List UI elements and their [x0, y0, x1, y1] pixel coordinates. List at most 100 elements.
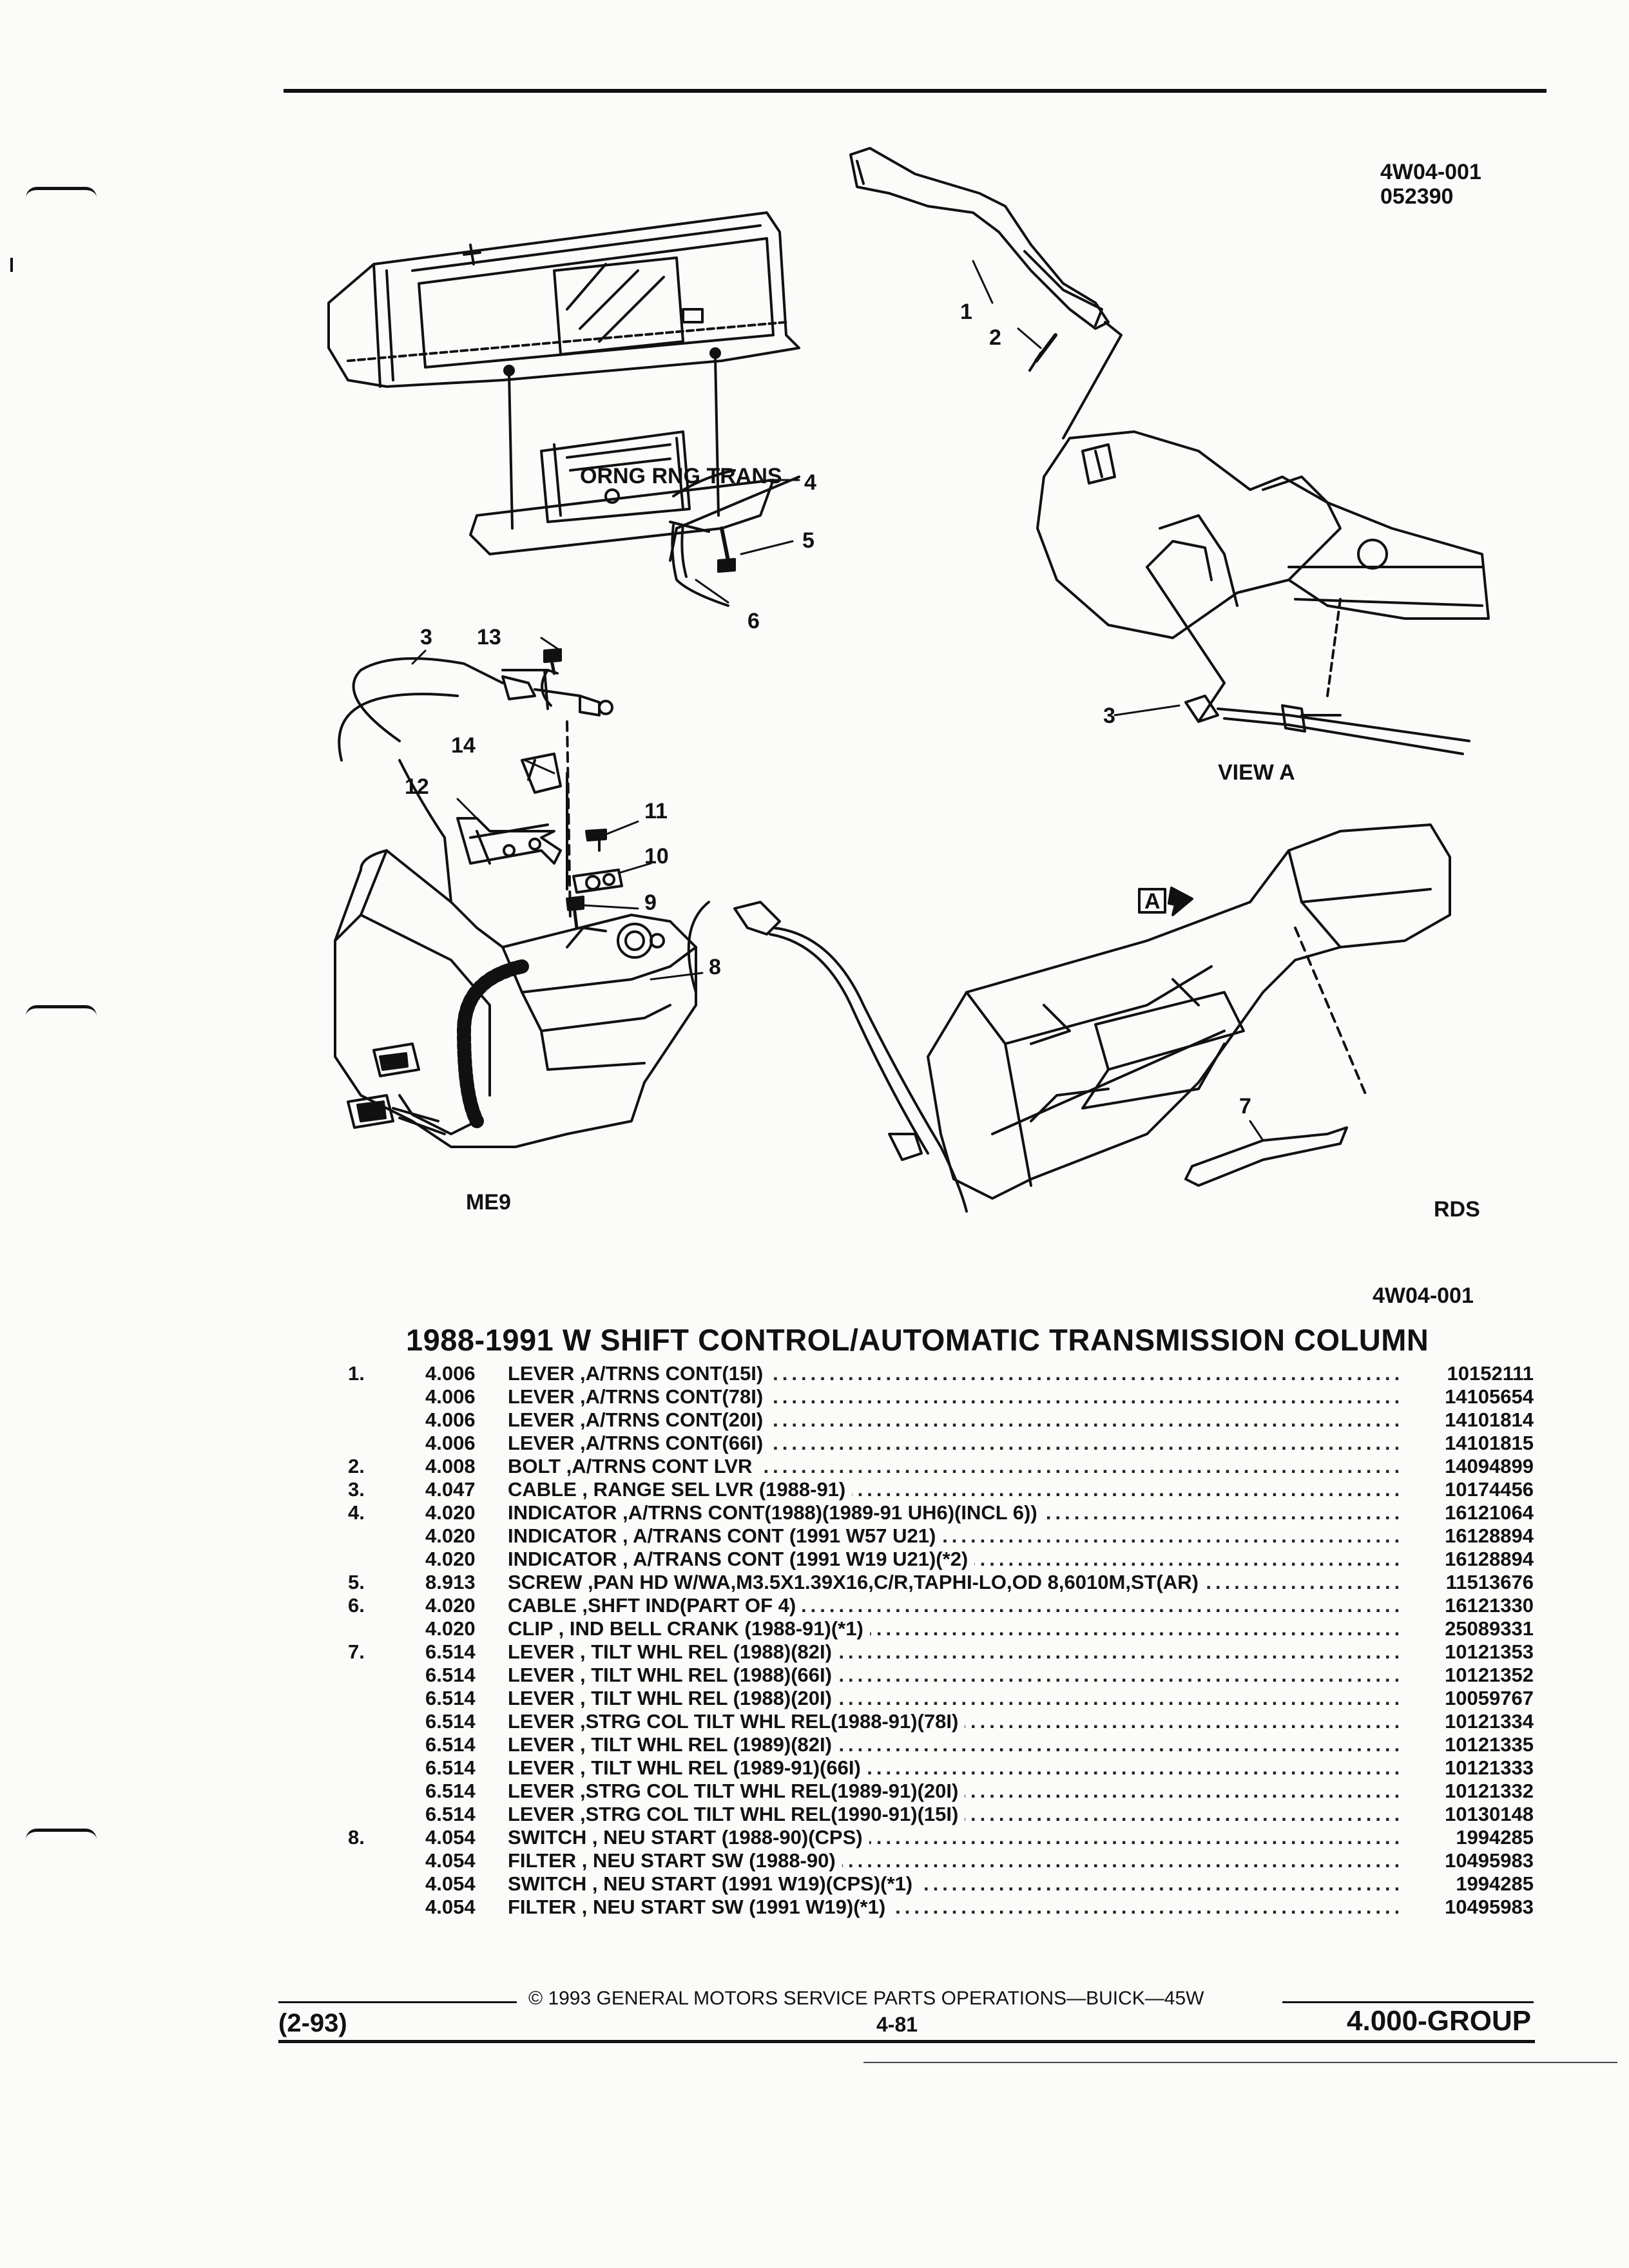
part-group-number: 4.047: [425, 1478, 476, 1501]
parts-row: 6.514...................................…: [348, 1803, 1534, 1826]
scan-edge-line: [863, 2062, 1617, 2063]
tilt-cable-drawing: [687, 901, 968, 1213]
part-group-number: 6.514: [425, 1664, 476, 1686]
part-group-number: 6.514: [425, 1780, 476, 1802]
callout-10: 10: [644, 844, 669, 869]
label-me9: ME9: [466, 1190, 511, 1215]
callout-8: 8: [709, 955, 721, 979]
part-description: INDICATOR , A/TRANS CONT (1991 W57 U21): [508, 1524, 943, 1548]
part-number: 25089331: [1445, 1617, 1534, 1640]
part-description: CABLE ,SHFT IND(PART OF 4): [508, 1594, 803, 1617]
callout-numbers: 1 2 3 4 5 6 7 8 9 10 11 12 13 14 3: [405, 300, 1251, 1119]
part-number: 16128894: [1445, 1548, 1534, 1570]
parts-row: 6.514...................................…: [348, 1664, 1534, 1687]
part-number: 14101815: [1445, 1432, 1534, 1454]
parts-row: 6.514...................................…: [348, 1710, 1534, 1733]
part-number: 1994285: [1456, 1826, 1534, 1849]
parts-row: 4.020...................................…: [348, 1617, 1534, 1640]
indicator-plate-text: ORNG RNG TRANS: [580, 464, 782, 488]
parts-row: 2.4.008.................................…: [348, 1455, 1534, 1478]
part-item-number: 8.: [348, 1826, 365, 1849]
part-number: 10121333: [1445, 1756, 1534, 1779]
part-description: LEVER ,A/TRNS CONT(20I): [508, 1408, 770, 1432]
parts-row: 1.4.006.................................…: [348, 1362, 1534, 1385]
part-item-number: 1.: [348, 1362, 365, 1385]
footer-group: 4.000-GROUP: [1347, 2005, 1532, 2037]
view-marker-letter: A: [1144, 889, 1161, 914]
part-number: 14101814: [1445, 1408, 1534, 1431]
parts-row: 4.054...................................…: [348, 1849, 1534, 1872]
footer-date: (2-93): [278, 2009, 347, 2037]
callout-2: 2: [989, 325, 1001, 350]
part-group-number: 8.913: [425, 1571, 476, 1593]
parts-list: 1.4.006.................................…: [348, 1362, 1534, 1919]
part-description: SCREW ,PAN HD W/WA,M3.5X1.39X16,C/R,TAPH…: [508, 1571, 1205, 1594]
callout-14: 14: [451, 733, 476, 758]
callout-6: 6: [747, 609, 760, 633]
parts-row: 4.054...................................…: [348, 1872, 1534, 1896]
scan-mark: [26, 1829, 97, 1840]
footer-rule-right: [1282, 2001, 1534, 2003]
part-description: INDICATOR , A/TRANS CONT (1991 W19 U21)(…: [508, 1548, 975, 1571]
part-item-number: 3.: [348, 1478, 365, 1501]
wiring-harness-drawing: [347, 959, 529, 1135]
parts-row: 3.4.047.................................…: [348, 1478, 1534, 1501]
part-group-number: 4.020: [425, 1501, 476, 1524]
figure-code: 4W04-001: [1373, 1283, 1474, 1308]
part-number: 10121332: [1445, 1780, 1534, 1802]
part-description: LEVER , TILT WHL REL (1988)(20I): [508, 1687, 838, 1710]
part-group-number: 6.514: [425, 1803, 476, 1825]
part-description: LEVER ,A/TRNS CONT(78I): [508, 1385, 770, 1408]
parts-row: 4.006...................................…: [348, 1408, 1534, 1432]
column-housing-drawing: [334, 759, 697, 1148]
part-group-number: 4.020: [425, 1524, 476, 1547]
parts-row: 4.4.020.................................…: [348, 1501, 1534, 1524]
part-number: 10121352: [1445, 1664, 1534, 1686]
parts-row: 4.020...................................…: [348, 1524, 1534, 1548]
callout-13: 13: [477, 625, 501, 649]
parts-row: 6.514...................................…: [348, 1733, 1534, 1756]
part-item-number: 4.: [348, 1501, 365, 1524]
part-description: SWITCH , NEU START (1991 W19)(CPS)(*1): [508, 1872, 920, 1896]
part-group-number: 4.054: [425, 1896, 476, 1918]
part-group-number: 4.008: [425, 1455, 476, 1477]
screw-and-cable-drawing: [671, 524, 736, 607]
part-number: 10121335: [1445, 1733, 1534, 1756]
part-description: FILTER , NEU START SW (1991 W19)(*1): [508, 1896, 892, 1919]
part-description: LEVER ,STRG COL TILT WHL REL(1990-91)(15…: [508, 1803, 965, 1826]
part-description: CABLE , RANGE SEL LVR (1988-91): [508, 1478, 853, 1501]
parts-row: 6.514...................................…: [348, 1687, 1534, 1710]
part-description: SWITCH , NEU START (1988-90)(CPS): [508, 1826, 869, 1849]
footer-copyright: © 1993 GENERAL MOTORS SERVICE PARTS OPER…: [528, 1988, 1204, 2009]
part-description: BOLT ,A/TRNS CONT LVR: [508, 1455, 759, 1478]
rds-column-drawing: [927, 823, 1451, 1200]
part-description: INDICATOR ,A/TRNS CONT(1988)(1989-91 UH6…: [508, 1501, 1044, 1524]
part-group-number: 6.514: [425, 1687, 476, 1709]
part-description: LEVER , TILT WHL REL (1988)(66I): [508, 1664, 838, 1687]
parts-row: 4.006...................................…: [348, 1385, 1534, 1408]
part-description: LEVER ,STRG COL TILT WHL REL(1989-91)(20…: [508, 1780, 965, 1803]
part-number: 10121353: [1445, 1640, 1534, 1663]
part-group-number: 4.054: [425, 1872, 476, 1895]
callout-3: 3: [420, 625, 432, 649]
part-description: LEVER , TILT WHL REL (1989)(82I): [508, 1733, 838, 1756]
part-group-number: 6.514: [425, 1710, 476, 1733]
parts-row: 7.6.514.................................…: [348, 1640, 1534, 1664]
part-group-number: 6.514: [425, 1756, 476, 1779]
part-number: 10059767: [1445, 1687, 1534, 1709]
diagram-code-line1: 4W04-001: [1380, 160, 1481, 184]
callout-9: 9: [644, 890, 657, 915]
part-description: LEVER ,A/TRNS CONT(15I): [508, 1362, 770, 1385]
part-group-number: 6.514: [425, 1640, 476, 1663]
diagram-code-header: 4W04-001 052390: [1380, 160, 1481, 209]
part-description: LEVER , TILT WHL REL (1989-91)(66I): [508, 1756, 867, 1780]
part-description: FILTER , NEU START SW (1988-90): [508, 1849, 842, 1872]
part-number: 10174456: [1445, 1478, 1534, 1501]
part-item-number: 7.: [348, 1640, 365, 1663]
view-a-arrow: A: [1138, 887, 1193, 916]
callout-7: 7: [1239, 1094, 1251, 1119]
parts-row: 6.514...................................…: [348, 1780, 1534, 1803]
bottom-rule: [278, 2040, 1535, 2043]
part-group-number: 4.054: [425, 1826, 476, 1849]
section-title: 1988-1991 W SHIFT CONTROL/AUTOMATIC TRAN…: [406, 1323, 1429, 1357]
